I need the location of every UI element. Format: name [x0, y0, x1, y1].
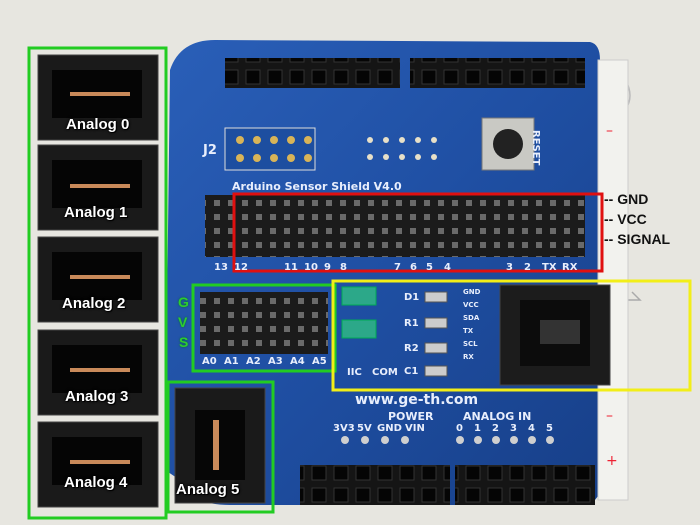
- analog-0-label: Analog 0: [66, 116, 130, 133]
- analog-gvs-box: [191, 283, 337, 373]
- digital-gvs-pins: [205, 195, 585, 257]
- analog-3-label: Analog 3: [65, 388, 129, 405]
- power-header: [300, 465, 450, 505]
- component-r1: R1: [404, 318, 419, 329]
- bluetooth-box: [331, 279, 692, 392]
- analog-connectors: [37, 54, 159, 508]
- signal-label: -- SIGNAL: [604, 231, 671, 247]
- digital-pin-numbers: 13 12 11 10 9 8 7 6 5 4 3 2 TX RX: [214, 262, 578, 273]
- website-label: www.ge-th.com: [355, 392, 479, 408]
- iic-label: IIC: [347, 367, 362, 378]
- analog-gvs-pins: [200, 292, 328, 354]
- analog-5-label: Analog 5: [176, 481, 240, 498]
- gvs-g: G: [178, 294, 189, 310]
- power-pin-labels: 3V3 5V GND VIN: [333, 423, 425, 434]
- component-c1: C1: [404, 366, 419, 377]
- analog-5-box: [166, 380, 275, 514]
- component-r2: R2: [404, 343, 419, 354]
- reset-label: RESET: [530, 130, 541, 166]
- board-title: Arduino Sensor Shield V4.0: [232, 180, 402, 193]
- analog-4-label: Analog 4: [64, 474, 128, 491]
- analog-2-label: Analog 2: [62, 295, 126, 312]
- analog-in-label: ANALOG IN: [463, 410, 532, 423]
- j2-label: J2: [203, 143, 217, 158]
- jumper-1: [341, 286, 377, 306]
- gnd-label: -- GND: [604, 191, 649, 207]
- svg-text:–: –: [606, 408, 613, 424]
- analog-in-pin-labels: 0 1 2 3 4 5: [456, 423, 553, 434]
- analog-in-header: [455, 465, 595, 505]
- power-label: POWER: [388, 410, 434, 423]
- vcc-label: -- VCC: [604, 211, 647, 227]
- analog-0-4-box: [27, 46, 168, 520]
- svg-text:+: +: [606, 453, 618, 469]
- analog-header-labels: A0 A1 A2 A3 A4 A5: [202, 356, 327, 367]
- gvs-s: S: [179, 334, 189, 350]
- digital-header-top-left: [225, 58, 400, 88]
- gvs-v: V: [178, 314, 188, 330]
- analog-1-label: Analog 1: [64, 204, 128, 221]
- bt-pin-labels: GND VCC SDA TX SCL RX: [463, 288, 481, 361]
- digital-pins-box: [232, 192, 604, 273]
- component-d1: D1: [404, 292, 420, 303]
- com-label: COM: [372, 367, 398, 378]
- digital-header-top-right: [410, 58, 585, 88]
- svg-text:–: –: [606, 123, 613, 139]
- jumper-2: [341, 319, 377, 339]
